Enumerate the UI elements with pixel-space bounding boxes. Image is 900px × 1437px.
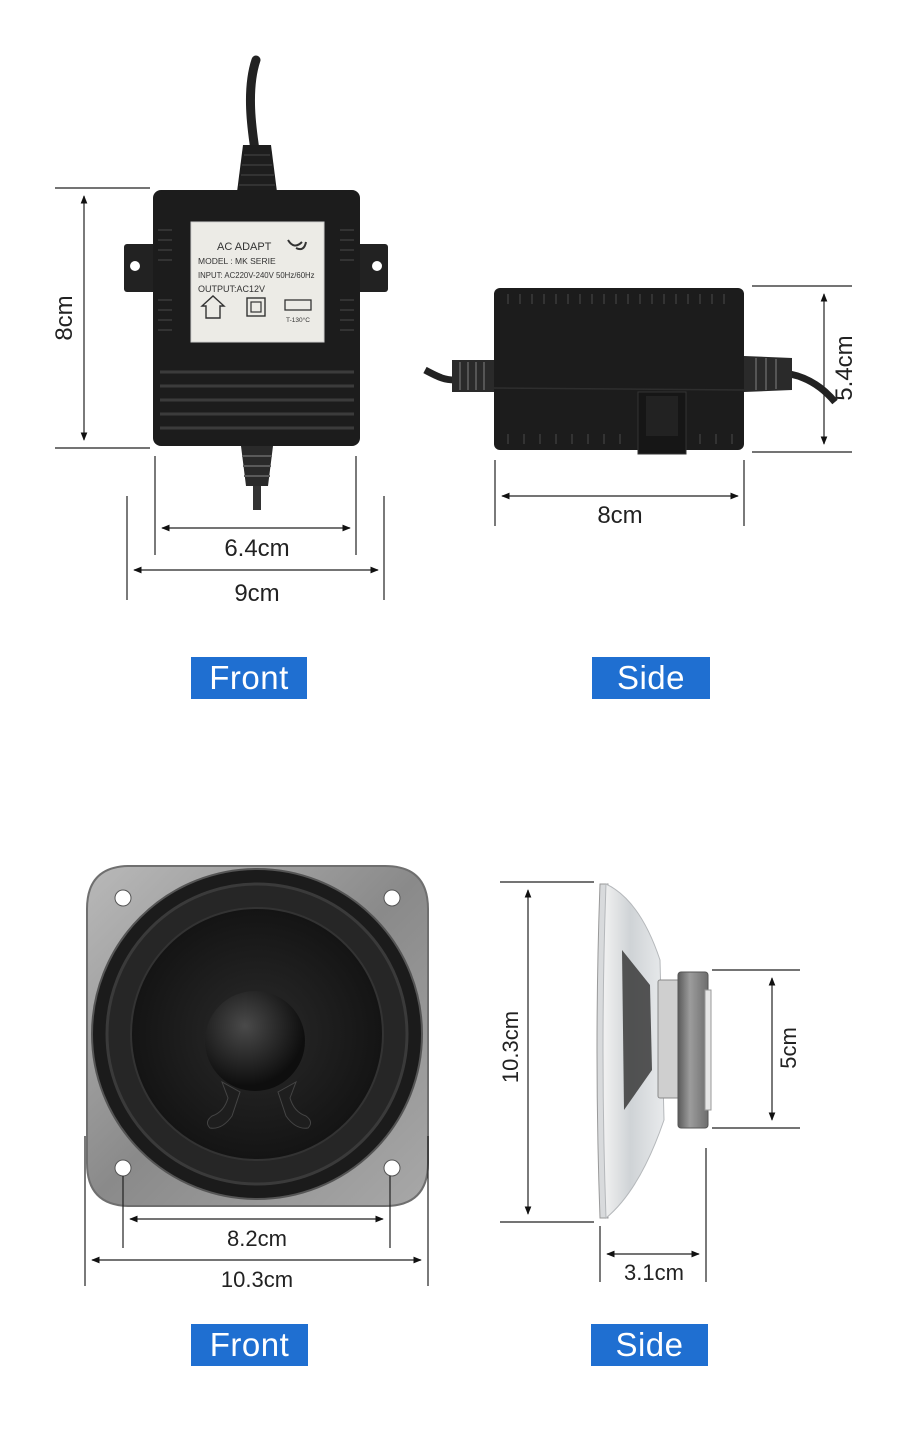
adapter-cable-top [245,55,261,155]
adapter-vents [160,370,354,430]
adapter-front-view: AC ADAPT MODEL : MK SERIE INPUT: AC220V-… [124,55,388,510]
adapter-side-dimensions [494,285,852,526]
speaker-front-badge: Front [191,1324,308,1366]
adapter-side-badge: Side [592,657,710,699]
speaker-mounting-hole-tr [383,889,401,907]
adapter-mounting-ear-left [124,244,160,292]
adapter-label-output: OUTPUT:AC12V [198,284,265,294]
speaker-side-magnet-plate [657,979,681,1099]
adapter-label [190,221,325,343]
adapter-front-badge: Front [191,657,307,699]
adapter-label-title: AC ADAPT [217,241,272,253]
adapter-body-side [494,288,744,450]
thermal-fuse-icon [284,299,312,311]
adapter-side-view [423,288,838,455]
adapter-front-inner-width-label: 6.4cm [224,535,289,562]
adapter-front-height-label: 8cm [51,295,78,340]
speaker-terminal-left [206,1080,241,1129]
speaker-terminal-right [277,1080,312,1129]
adapter-curve-mark-icon [287,239,307,251]
adapter-side-cable-right [789,370,838,405]
adapter-front-outer-width-label: 9cm [234,580,279,607]
adapter-side-width-label: 8cm [597,502,642,529]
adapter-label-input: INPUT: AC220V-240V 50Hz/60Hz [198,271,315,280]
speaker-front-hole-spacing-label: 8.2cm [227,1226,287,1251]
speaker-side-magnet-label: 5cm [776,1027,801,1069]
speaker-side-depth-label: 3.1cm [624,1260,684,1285]
speaker-front-dimensions [84,1136,429,1286]
adapter-mounting-ear-right [352,244,388,292]
speaker-side-magnet [677,971,709,1129]
speaker-dust-cap [205,991,305,1091]
house-symbol-icon [200,295,226,319]
adapter-front-dimensions [55,187,385,600]
speaker-front-width-label: 10.3cm [221,1267,293,1292]
double-insulation-icon [246,297,266,317]
speaker-mounting-hole-tl [114,889,132,907]
speaker-side-dimensions [500,881,800,1282]
speaker-front-view [86,865,429,1207]
speaker-side-badge: Side [591,1324,708,1366]
adapter-label-model: MODEL : MK SERIE [198,256,276,266]
adapter-side-height-label: 5.4cm [831,335,858,400]
adapter-side-cable-left [423,366,456,384]
speaker-mounting-hole-bl [114,1159,132,1177]
adapter-label-thermal: T-130°C [286,316,310,324]
adapter-strain-relief-top [237,145,277,192]
speaker-side-view [596,883,712,1220]
speaker-side-height-label: 10.3cm [498,1011,523,1083]
speaker-mounting-hole-br [383,1159,401,1177]
